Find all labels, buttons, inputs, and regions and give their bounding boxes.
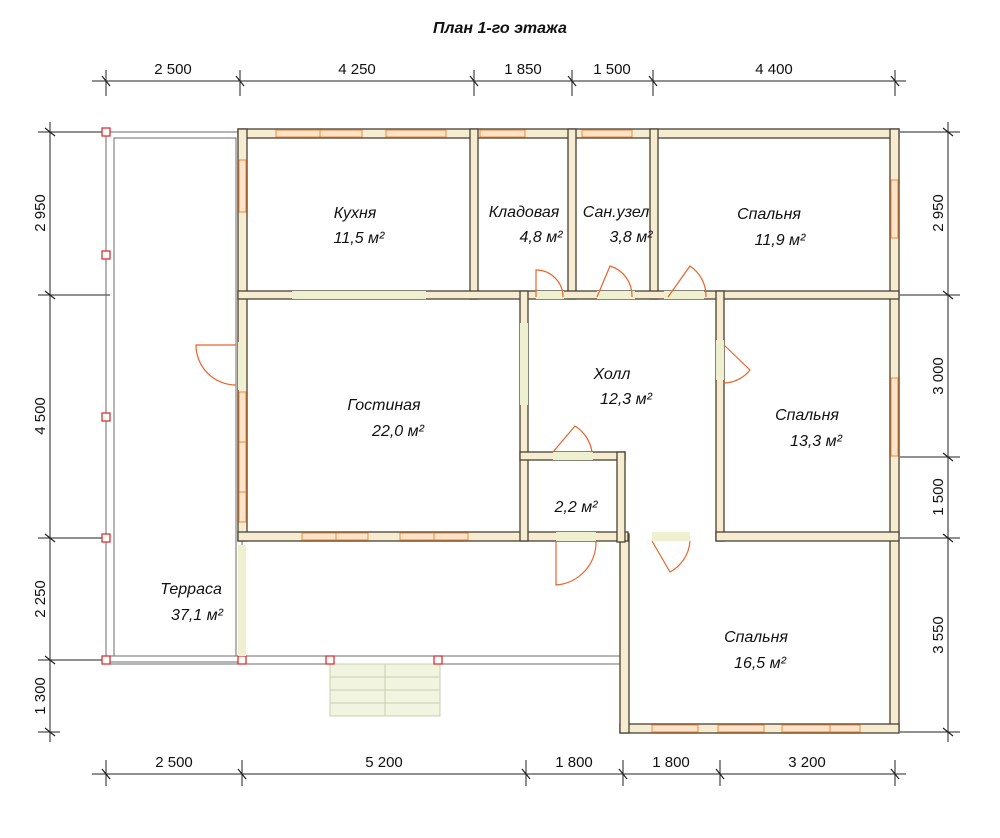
room-living-name: Гостиная — [347, 397, 421, 414]
room-terrace-name: Терраса — [160, 581, 222, 598]
room-terrace-area: 37,1 м² — [171, 607, 224, 624]
dim-right-1: 2 950 — [930, 194, 947, 232]
windows — [238, 129, 899, 733]
terrace-outline — [101, 127, 624, 717]
dim-top-3: 1 850 — [504, 61, 542, 78]
room-bathroom-area: 3,8 м² — [610, 229, 654, 246]
dim-right-2: 3 000 — [930, 357, 947, 395]
plan-title: План 1-го этажа — [433, 20, 567, 37]
bottom-ticks — [101, 760, 900, 786]
dim-left-1: 2 950 — [32, 194, 49, 232]
dim-left-2: 4 500 — [32, 397, 49, 435]
dim-left-4: 1 300 — [32, 677, 49, 715]
doors — [195, 265, 751, 586]
room-bedroom-2-area: 13,3 м² — [790, 433, 843, 450]
dimension-lines — [38, 70, 960, 786]
dim-top-1: 2 500 — [154, 61, 192, 78]
right-ticks — [900, 127, 960, 737]
entrance-steps — [329, 663, 441, 717]
room-bedroom-3-area: 16,5 м² — [734, 655, 787, 672]
dim-bottom-4: 1 800 — [652, 754, 690, 771]
room-bedroom-1-name: Спальня — [737, 206, 801, 223]
openings — [238, 291, 724, 656]
dim-right-4: 3 550 — [930, 616, 947, 654]
room-living-area: 22,0 м² — [371, 423, 425, 440]
dim-top-4: 1 500 — [593, 61, 631, 78]
room-hall-name: Холл — [593, 366, 631, 383]
dimension-labels: 2 500 4 250 1 850 1 500 4 400 2 500 5 20… — [32, 61, 947, 771]
top-ticks — [101, 70, 900, 96]
left-ticks — [38, 127, 110, 737]
room-bathroom-name: Сан.узел — [583, 204, 650, 221]
room-bedroom-1-area: 11,9 м² — [755, 232, 806, 249]
dim-left-3: 2 250 — [32, 580, 49, 618]
room-bedroom-3-name: Спальня — [724, 629, 788, 646]
room-pantry-name: Кладовая — [489, 204, 560, 221]
dim-bottom-3: 1 800 — [555, 754, 593, 771]
dim-bottom-2: 5 200 — [365, 754, 403, 771]
room-kitchen-name: Кухня — [334, 205, 377, 222]
room-pantry-area: 4,8 м² — [520, 229, 564, 246]
room-kitchen-area: 11,5 м² — [334, 230, 385, 247]
room-bedroom-2-name: Спальня — [775, 407, 839, 424]
room-labels: Кухня 11,5 м² Кладовая 4,8 м² Сан.узел 3… — [160, 204, 842, 672]
dim-bottom-1: 2 500 — [155, 754, 193, 771]
dim-right-3: 1 500 — [930, 478, 947, 516]
room-closet-area: 2,2 м² — [554, 499, 599, 516]
terrace-posts — [101, 127, 443, 665]
dim-top-2: 4 250 — [338, 61, 376, 78]
dim-bottom-5: 3 200 — [788, 754, 826, 771]
room-hall-area: 12,3 м² — [600, 391, 653, 408]
dim-top-5: 4 400 — [755, 61, 793, 78]
